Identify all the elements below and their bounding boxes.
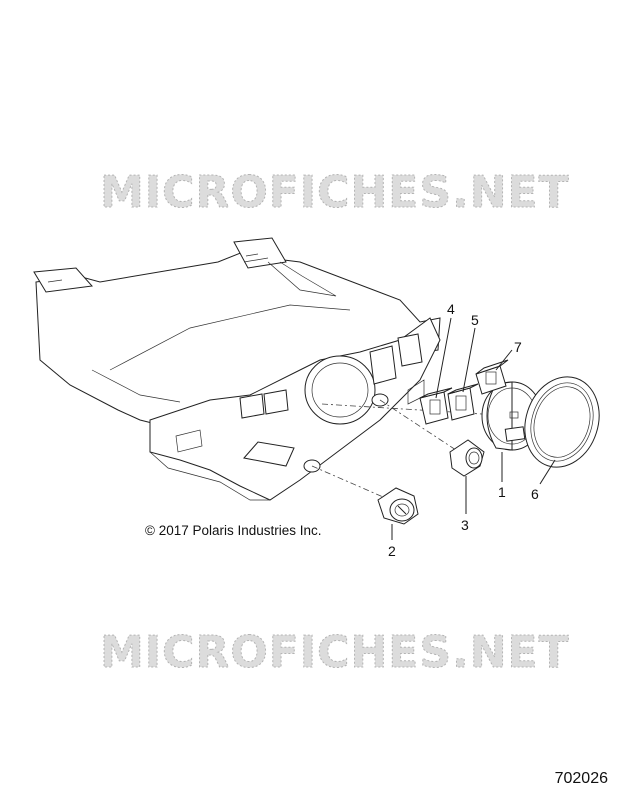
diagram-number: 702026 xyxy=(554,770,608,787)
part-power-outlet[interactable] xyxy=(449,439,485,477)
part-rocker-switch-4[interactable] xyxy=(419,387,453,425)
part-rocker-switch-5[interactable] xyxy=(447,383,479,421)
watermark-bottom: MICROFICHES.NET xyxy=(100,627,570,678)
callout-2: 2 xyxy=(388,543,396,559)
callout-3: 3 xyxy=(461,517,469,533)
part-rocker-switch-7[interactable] xyxy=(475,359,509,395)
callout-4: 4 xyxy=(447,301,455,317)
dashboard-panel xyxy=(33,237,441,501)
callout-1: 1 xyxy=(498,484,506,500)
part-bezel-ring[interactable] xyxy=(514,367,611,477)
callout-7: 7 xyxy=(514,339,522,355)
copyright-notice: © 2017 Polaris Industries Inc. xyxy=(145,523,322,538)
callout-6: 6 xyxy=(531,486,539,502)
part-key-switch[interactable] xyxy=(377,487,419,525)
callout-5: 5 xyxy=(471,312,479,328)
watermark-top: MICROFICHES.NET xyxy=(100,167,570,218)
leader-lines xyxy=(391,317,556,540)
